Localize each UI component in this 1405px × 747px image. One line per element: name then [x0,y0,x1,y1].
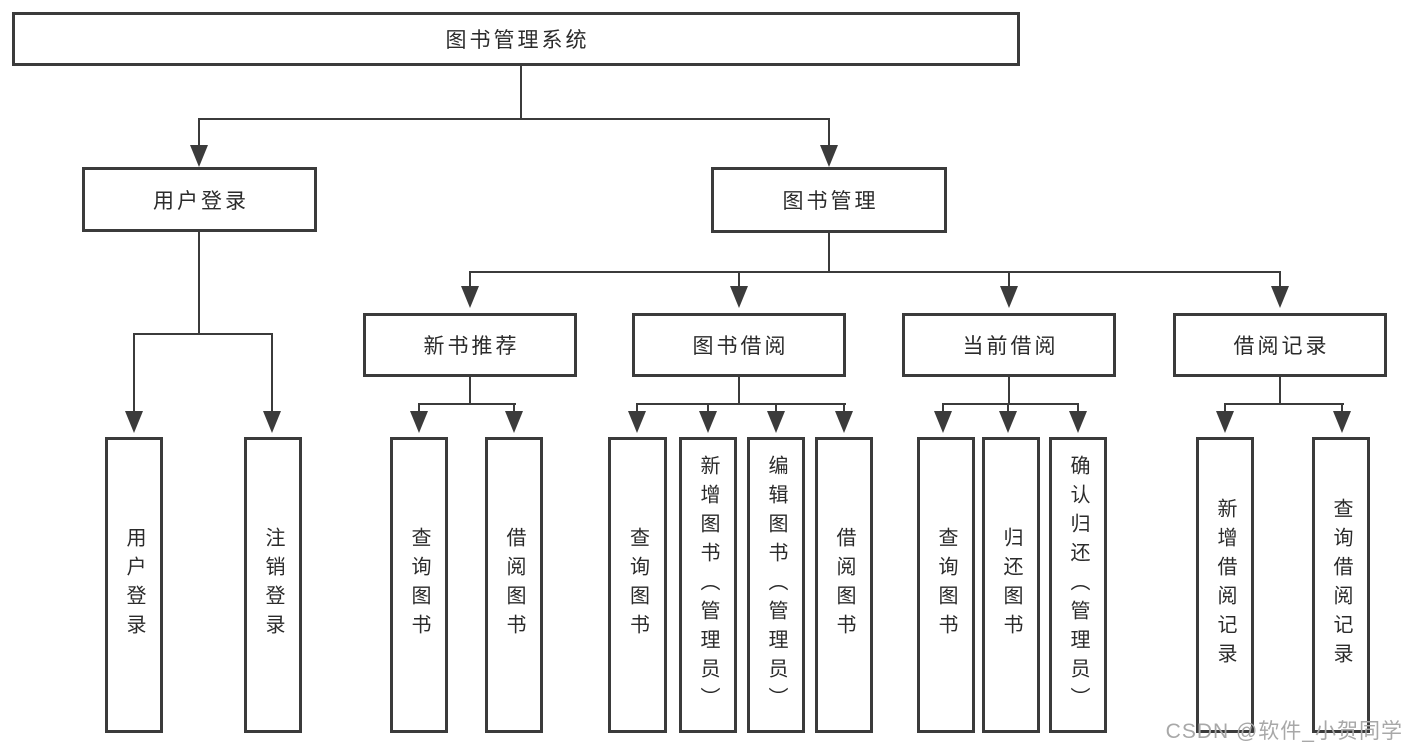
connector-root-left-drop [198,118,200,148]
leaf-confirm-return-admin: 确认归还（管理员） [1049,437,1107,733]
leaf-add-borrow-record-label: 新增借阅记录 [1214,498,1236,672]
arrowhead-down-icon [820,145,838,167]
arrowhead-down-icon [835,411,853,433]
leaf-add-borrow-record: 新增借阅记录 [1196,437,1254,733]
node-user-login: 用户登录 [82,167,317,232]
connector-bookborrow-rail [636,403,846,405]
leaf-query-borrow-record: 查询借阅记录 [1312,437,1370,733]
connector-userlogin-stem [198,232,200,335]
arrowhead-down-icon [628,411,646,433]
csdn-watermark: CSDN @软件_小贺同学 [1165,720,1403,743]
leaf-user-login-label: 用户登录 [123,527,145,643]
node-new-book-recommend-label: 新书推荐 [423,335,520,358]
connector-bookmgmt-rail [469,271,1281,273]
arrowhead-down-icon [505,411,523,433]
leaf-edit-books-admin: 编辑图书（管理员） [747,437,805,733]
arrowhead-down-icon [1069,411,1087,433]
node-current-borrow-label: 当前借阅 [962,335,1059,358]
node-book-management-label: 图书管理 [782,190,879,213]
leaf-query-books-recommend: 查询图书 [390,437,448,733]
leaf-query-books-borrow: 查询图书 [608,437,667,733]
connector-bookmgmt-drop-1 [469,271,471,287]
arrowhead-down-icon [699,411,717,433]
connector-bookmgmt-drop-4 [1279,271,1281,287]
connector-bookborrow-drop-4 [843,403,845,413]
arrowhead-down-icon [730,286,748,308]
connector-records-drop-1 [1224,403,1226,413]
connector-records-rail [1224,403,1344,405]
arrowhead-down-icon [410,411,428,433]
node-new-book-recommend: 新书推荐 [363,313,577,377]
node-book-management: 图书管理 [711,167,947,233]
leaf-query-borrow-record-label: 查询借阅记录 [1330,498,1352,672]
connector-bookborrow-stem [738,377,740,405]
connector-currentborrow-stem [1008,377,1010,405]
node-borrow-records: 借阅记录 [1173,313,1387,377]
leaf-return-books-label: 归还图书 [1000,527,1022,643]
leaf-logout-label: 注销登录 [262,527,284,643]
leaf-user-login: 用户登录 [105,437,163,733]
connector-userlogin-drop-2 [271,333,273,413]
leaf-query-books-recommend-label: 查询图书 [408,527,430,643]
connector-newbook-drop-1 [418,403,420,413]
arrowhead-down-icon [934,411,952,433]
node-root: 图书管理系统 [12,12,1020,66]
node-root-label: 图书管理系统 [445,29,590,52]
leaf-borrow-books-recommend: 借阅图书 [485,437,543,733]
arrowhead-down-icon [1216,411,1234,433]
leaf-query-books-current: 查询图书 [917,437,975,733]
connector-records-drop-2 [1341,403,1343,413]
arrowhead-down-icon [1333,411,1351,433]
connector-bookborrow-drop-2 [707,403,709,413]
connector-currentborrow-drop-3 [1077,403,1079,413]
leaf-add-books-admin: 新增图书（管理员） [679,437,737,733]
connector-root-rail [198,118,830,120]
connector-userlogin-drop-1 [133,333,135,413]
leaf-return-books: 归还图书 [982,437,1040,733]
connector-currentborrow-drop-1 [942,403,944,413]
leaf-edit-books-admin-label: 编辑图书（管理员） [765,454,787,716]
leaf-confirm-return-admin-label: 确认归还（管理员） [1067,454,1089,716]
connector-bookborrow-drop-1 [636,403,638,413]
connector-newbook-rail [418,403,516,405]
arrowhead-down-icon [263,411,281,433]
leaf-logout: 注销登录 [244,437,302,733]
arrowhead-down-icon [125,411,143,433]
arrowhead-down-icon [190,145,208,167]
connector-bookmgmt-drop-3 [1008,271,1010,287]
connector-newbook-stem [469,377,471,405]
arrowhead-down-icon [461,286,479,308]
node-current-borrow: 当前借阅 [902,313,1116,377]
leaf-add-books-admin-label: 新增图书（管理员） [697,454,719,716]
leaf-borrow-books: 借阅图书 [815,437,873,733]
node-borrow-records-label: 借阅记录 [1233,335,1330,358]
leaf-borrow-books-label: 借阅图书 [833,527,855,643]
connector-userlogin-rail [133,333,273,335]
connector-bookmgmt-drop-2 [738,271,740,287]
connector-currentborrow-rail [942,403,1079,405]
arrowhead-down-icon [1271,286,1289,308]
connector-root-stem [520,66,522,119]
arrowhead-down-icon [767,411,785,433]
connector-newbook-drop-2 [513,403,515,413]
leaf-query-books-borrow-label: 查询图书 [626,527,649,643]
arrowhead-down-icon [1000,286,1018,308]
connector-currentborrow-drop-2 [1007,403,1009,413]
arrowhead-down-icon [999,411,1017,433]
connector-records-stem [1279,377,1281,405]
connector-bookmgmt-stem [828,233,830,273]
node-user-login-label: 用户登录 [153,189,249,213]
connector-bookborrow-drop-3 [775,403,777,413]
leaf-borrow-books-recommend-label: 借阅图书 [503,527,525,643]
node-book-borrow: 图书借阅 [632,313,846,377]
node-book-borrow-label: 图书借阅 [692,335,789,358]
connector-root-right-drop [828,118,830,148]
leaf-query-books-current-label: 查询图书 [935,527,957,643]
